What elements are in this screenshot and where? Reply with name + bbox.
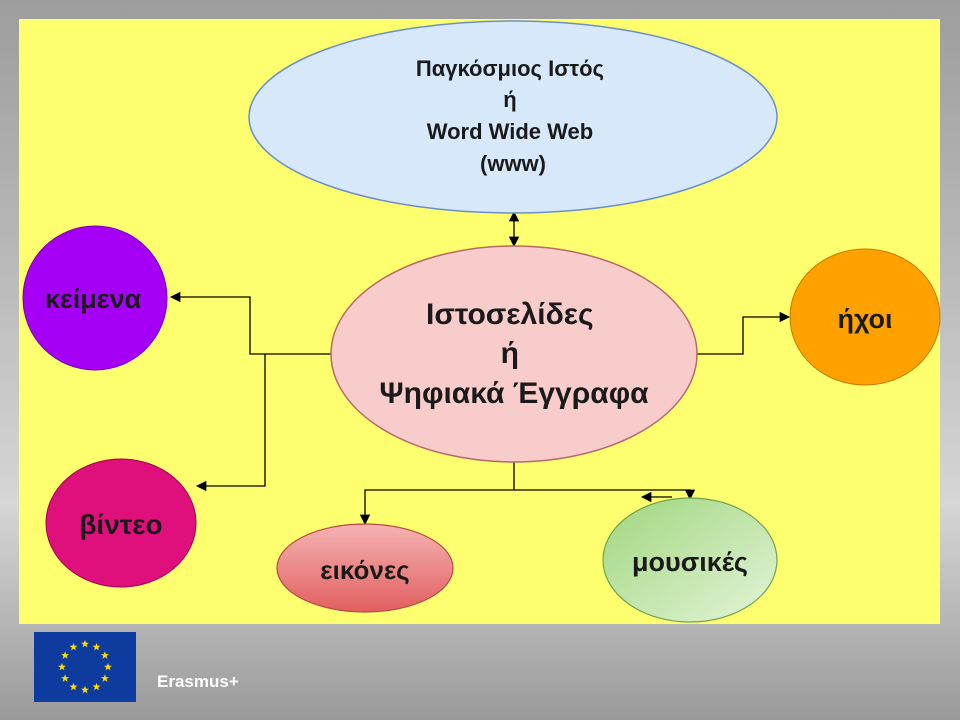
center-line-3: Ψηφιακά Έγγραφα — [379, 377, 649, 410]
center-text-connector — [169, 291, 331, 355]
svg-text:Παγκόσμιος Ιστός ή: Παγκόσμιος Ιστός ή Word Wide Web (www) — [416, 56, 610, 176]
node-images: εικόνες — [276, 523, 454, 613]
eu-star-icon — [92, 682, 101, 691]
www-line-2: ή — [503, 87, 516, 112]
eu-star-icon — [69, 682, 78, 691]
center-images-connector — [359, 462, 515, 526]
text-label: κείμενα — [45, 284, 142, 314]
node-www: Παγκόσμιος Ιστός ή Word Wide Web (www) — [248, 20, 778, 214]
center-music-connector — [514, 489, 696, 501]
eu-star-icon — [81, 685, 89, 694]
sounds-label: ήχοι — [837, 304, 892, 334]
eu-star-icon — [61, 674, 70, 682]
node-music: μουσικές — [602, 497, 778, 623]
eu-star-icon — [61, 651, 70, 659]
www-line-4: (www) — [480, 151, 546, 176]
center-video-connector — [195, 354, 266, 492]
www-line-1: Παγκόσμιος Ιστός — [416, 56, 604, 81]
node-video: βίντεο — [45, 458, 197, 588]
center-line-2: ή — [501, 337, 519, 370]
eu-star-icon — [100, 674, 109, 682]
eu-star-icon — [100, 651, 109, 659]
eu-star-icon — [104, 662, 112, 671]
center-line-1: Ιστοσελίδες — [426, 298, 594, 331]
images-label: εικόνες — [320, 555, 409, 585]
www-line-3: Word Wide Web — [427, 119, 593, 144]
eu-star-icon — [92, 642, 101, 651]
svg-text:Ιστοσελίδες ή Ψηφι: Ιστοσελίδες ή Ψηφιακά Έγγραφα — [379, 298, 649, 410]
node-text: κείμενα — [22, 225, 168, 371]
node-sounds: ήχοι — [789, 248, 941, 386]
node-center: Ιστοσελίδες ή Ψηφιακά Έγγραφα — [330, 245, 698, 463]
music-label: μουσικές — [632, 547, 748, 577]
connectors — [169, 210, 791, 526]
eu-star-icon — [81, 639, 89, 648]
video-label: βίντεο — [79, 509, 162, 540]
eu-star-icon — [58, 662, 66, 671]
eu-star-icon — [69, 642, 78, 651]
eu-flag-icon — [34, 632, 136, 702]
erasmus-label: Erasmus+ — [157, 672, 239, 691]
center-sounds-connector — [697, 311, 791, 355]
